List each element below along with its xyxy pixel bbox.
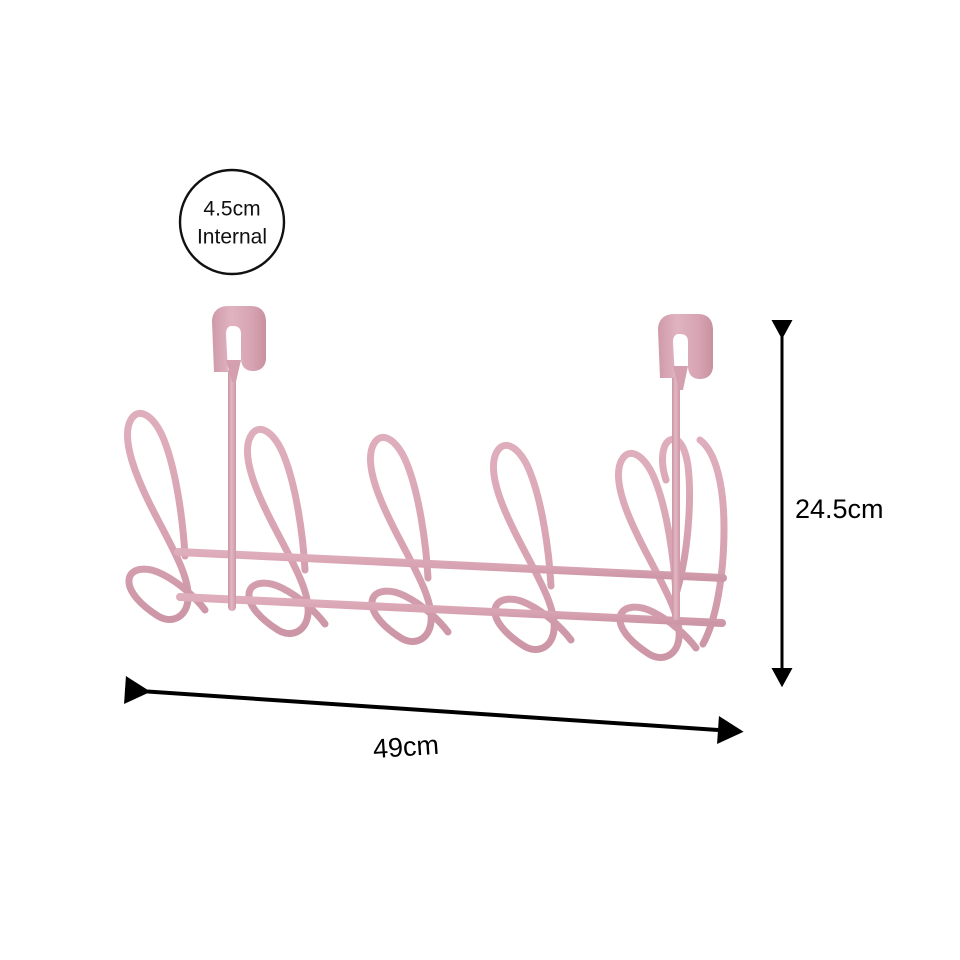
badge-line-1: 4.5cm xyxy=(203,198,260,221)
support-rod-group xyxy=(228,368,680,620)
hook-unit-2 xyxy=(244,425,329,637)
support-rod-left xyxy=(228,368,236,611)
badge-line-2: Internal xyxy=(197,226,267,249)
over-door-bracket-right xyxy=(658,314,713,390)
height-dimension-label: 24.5cm xyxy=(795,494,884,524)
rail-lower xyxy=(176,593,726,627)
bracket-group xyxy=(212,306,713,390)
hook-rear-leg-right xyxy=(696,436,728,648)
badge-circle xyxy=(178,168,286,276)
hook-unit-1 xyxy=(124,409,209,623)
height-dimension: 24.5cm xyxy=(771,320,884,688)
hook-rear-leg-right-inner xyxy=(659,435,693,598)
internal-size-badge: 4.5cm Internal xyxy=(178,168,286,276)
rail-upper xyxy=(174,548,727,582)
hook-unit-4 xyxy=(490,441,575,653)
hook-unit-3 xyxy=(367,433,452,645)
width-arrow-line xyxy=(124,676,744,744)
product-illustration xyxy=(124,306,728,661)
width-dimension: 49cm xyxy=(124,676,744,764)
over-door-bracket-left xyxy=(212,306,266,382)
width-dimension-label: 49cm xyxy=(372,730,440,764)
rail-group xyxy=(174,548,727,627)
support-rod-right xyxy=(672,374,680,620)
